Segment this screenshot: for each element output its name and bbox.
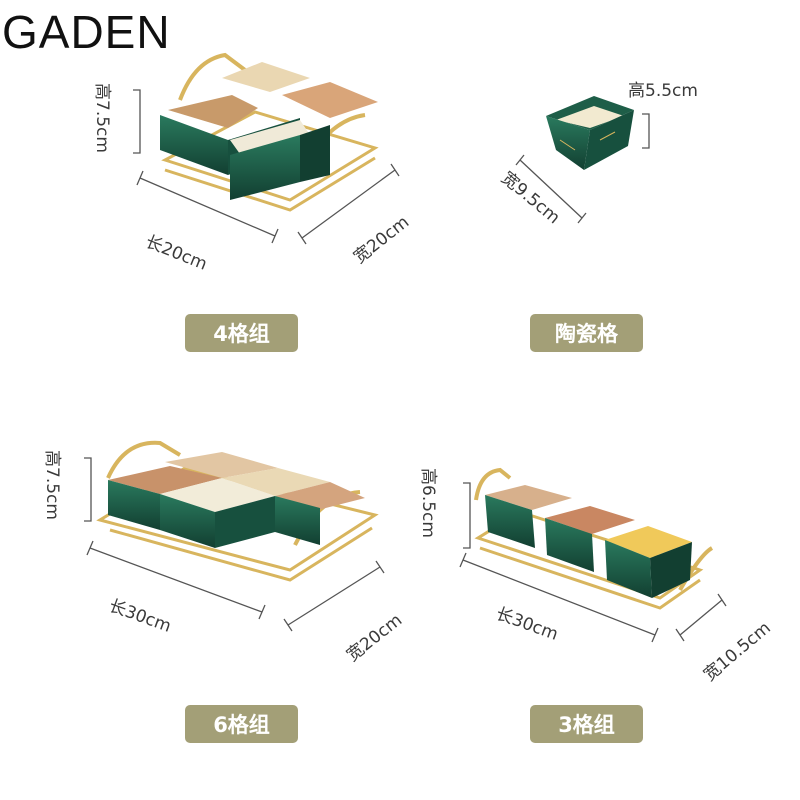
four-height-label: 高7.5cm (92, 83, 112, 153)
three-height-label: 高6.5cm (418, 468, 438, 538)
dimension-lines (84, 89, 727, 643)
four-group-badge: 4格组 (185, 314, 298, 352)
single-height-label: 高5.5cm (628, 81, 698, 101)
six-height-label: 高7.5cm (42, 450, 62, 520)
ceramic-cell (546, 96, 634, 170)
brand-logo: GADEN (2, 6, 171, 58)
three-group-badge: 3格组 (530, 705, 643, 743)
six-compartment-tray (96, 440, 379, 582)
single-cell-badge: 陶瓷格 (530, 314, 643, 352)
four-compartment-tray (160, 52, 379, 212)
six-group-badge: 6格组 (185, 705, 298, 743)
three-compartment-tray (474, 467, 714, 610)
